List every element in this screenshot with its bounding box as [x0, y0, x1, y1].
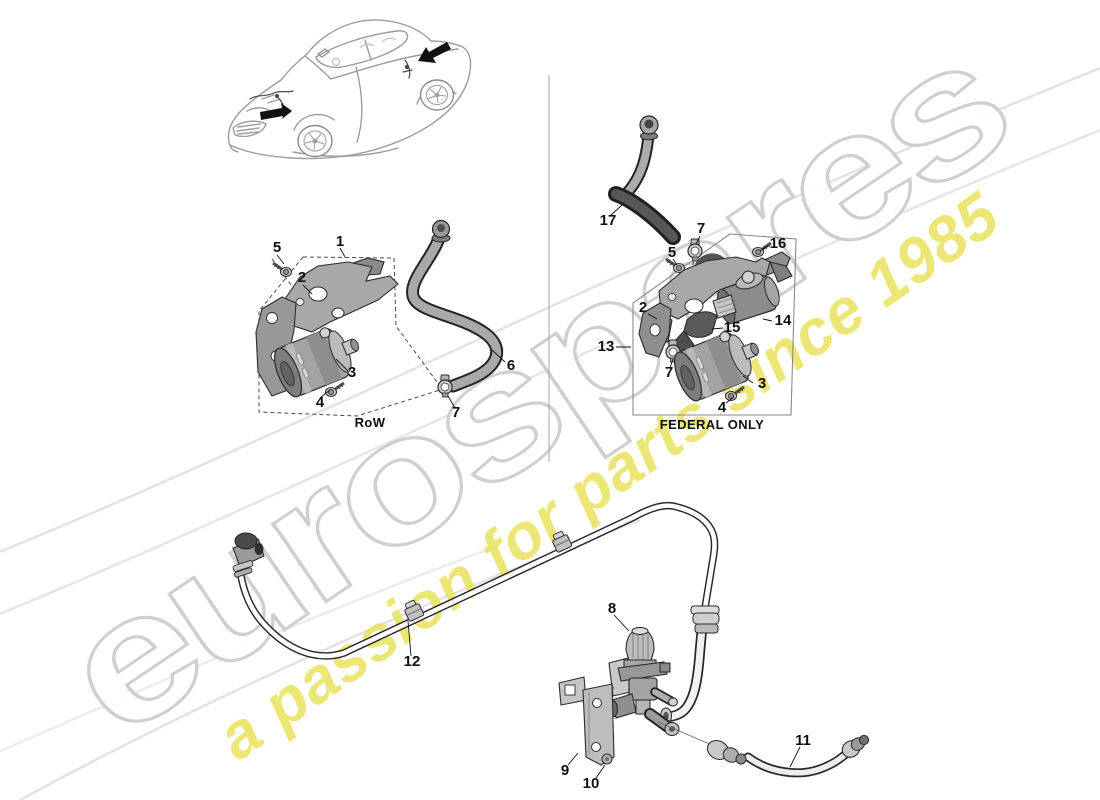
vehicle-location-illustration	[227, 19, 472, 160]
location-arrow-icon	[418, 42, 451, 63]
mounting-bracket-9	[558, 676, 615, 766]
tube-fitting	[690, 605, 720, 634]
part-label-14: 14	[775, 312, 792, 329]
hose-11	[706, 734, 870, 778]
rear-wheel	[419, 79, 455, 111]
part-label-3-fed: 3	[758, 375, 766, 392]
part-label-5-row: 5	[273, 239, 281, 256]
watermark-swoosh-tail2	[0, 543, 501, 753]
purge-line-assembly	[232, 501, 870, 778]
variant-caption-federal: FEDERAL ONLY	[660, 417, 764, 432]
nut-10	[601, 753, 613, 765]
part-label-5-fed: 5	[668, 244, 676, 261]
part-label-2-fed: 2	[639, 299, 647, 316]
part-label-11: 11	[795, 732, 811, 749]
part-label-10: 10	[583, 775, 600, 792]
part-label-7-fed-bottom: 7	[665, 364, 673, 381]
part-label-9: 9	[561, 762, 569, 779]
part-label-2-row: 2	[298, 269, 306, 286]
part-label-15: 15	[724, 319, 741, 336]
part-labels: 5 1 2 3 4 6 7 17 7 5 16 2 15 14 13 7 3 4…	[273, 212, 811, 792]
watermark-swoosh-lower	[0, 128, 1100, 616]
federal-assembly	[608, 115, 797, 416]
screw	[323, 381, 346, 399]
front-wheel	[297, 124, 333, 158]
location-arrow-icon	[260, 103, 292, 120]
hose-6	[406, 219, 504, 393]
hose-17	[608, 115, 681, 245]
part-label-4-fed: 4	[718, 399, 727, 416]
part-label-16: 16	[770, 235, 787, 252]
gasket	[638, 302, 672, 358]
variant-caption-row: RoW	[355, 415, 386, 430]
part-label-17: 17	[600, 212, 617, 229]
mounting-bracket	[282, 257, 399, 333]
row-assembly	[255, 219, 504, 417]
part-label-12: 12	[404, 653, 421, 670]
screw	[271, 261, 294, 279]
leader-lines	[276, 204, 801, 779]
part-label-7-row: 7	[452, 404, 460, 421]
part-label-6: 6	[507, 357, 515, 374]
elbow-connector	[232, 532, 265, 578]
part-label-4-row: 4	[316, 394, 325, 411]
watermark-brand-text: eurospares	[28, 2, 1039, 774]
part-label-3-row: 3	[348, 364, 356, 381]
part-label-8: 8	[608, 600, 616, 617]
purge-tube-12	[232, 501, 720, 725]
part-label-7-fed-top: 7	[697, 220, 705, 237]
part-label-1: 1	[336, 233, 344, 250]
part-label-13: 13	[598, 338, 615, 355]
